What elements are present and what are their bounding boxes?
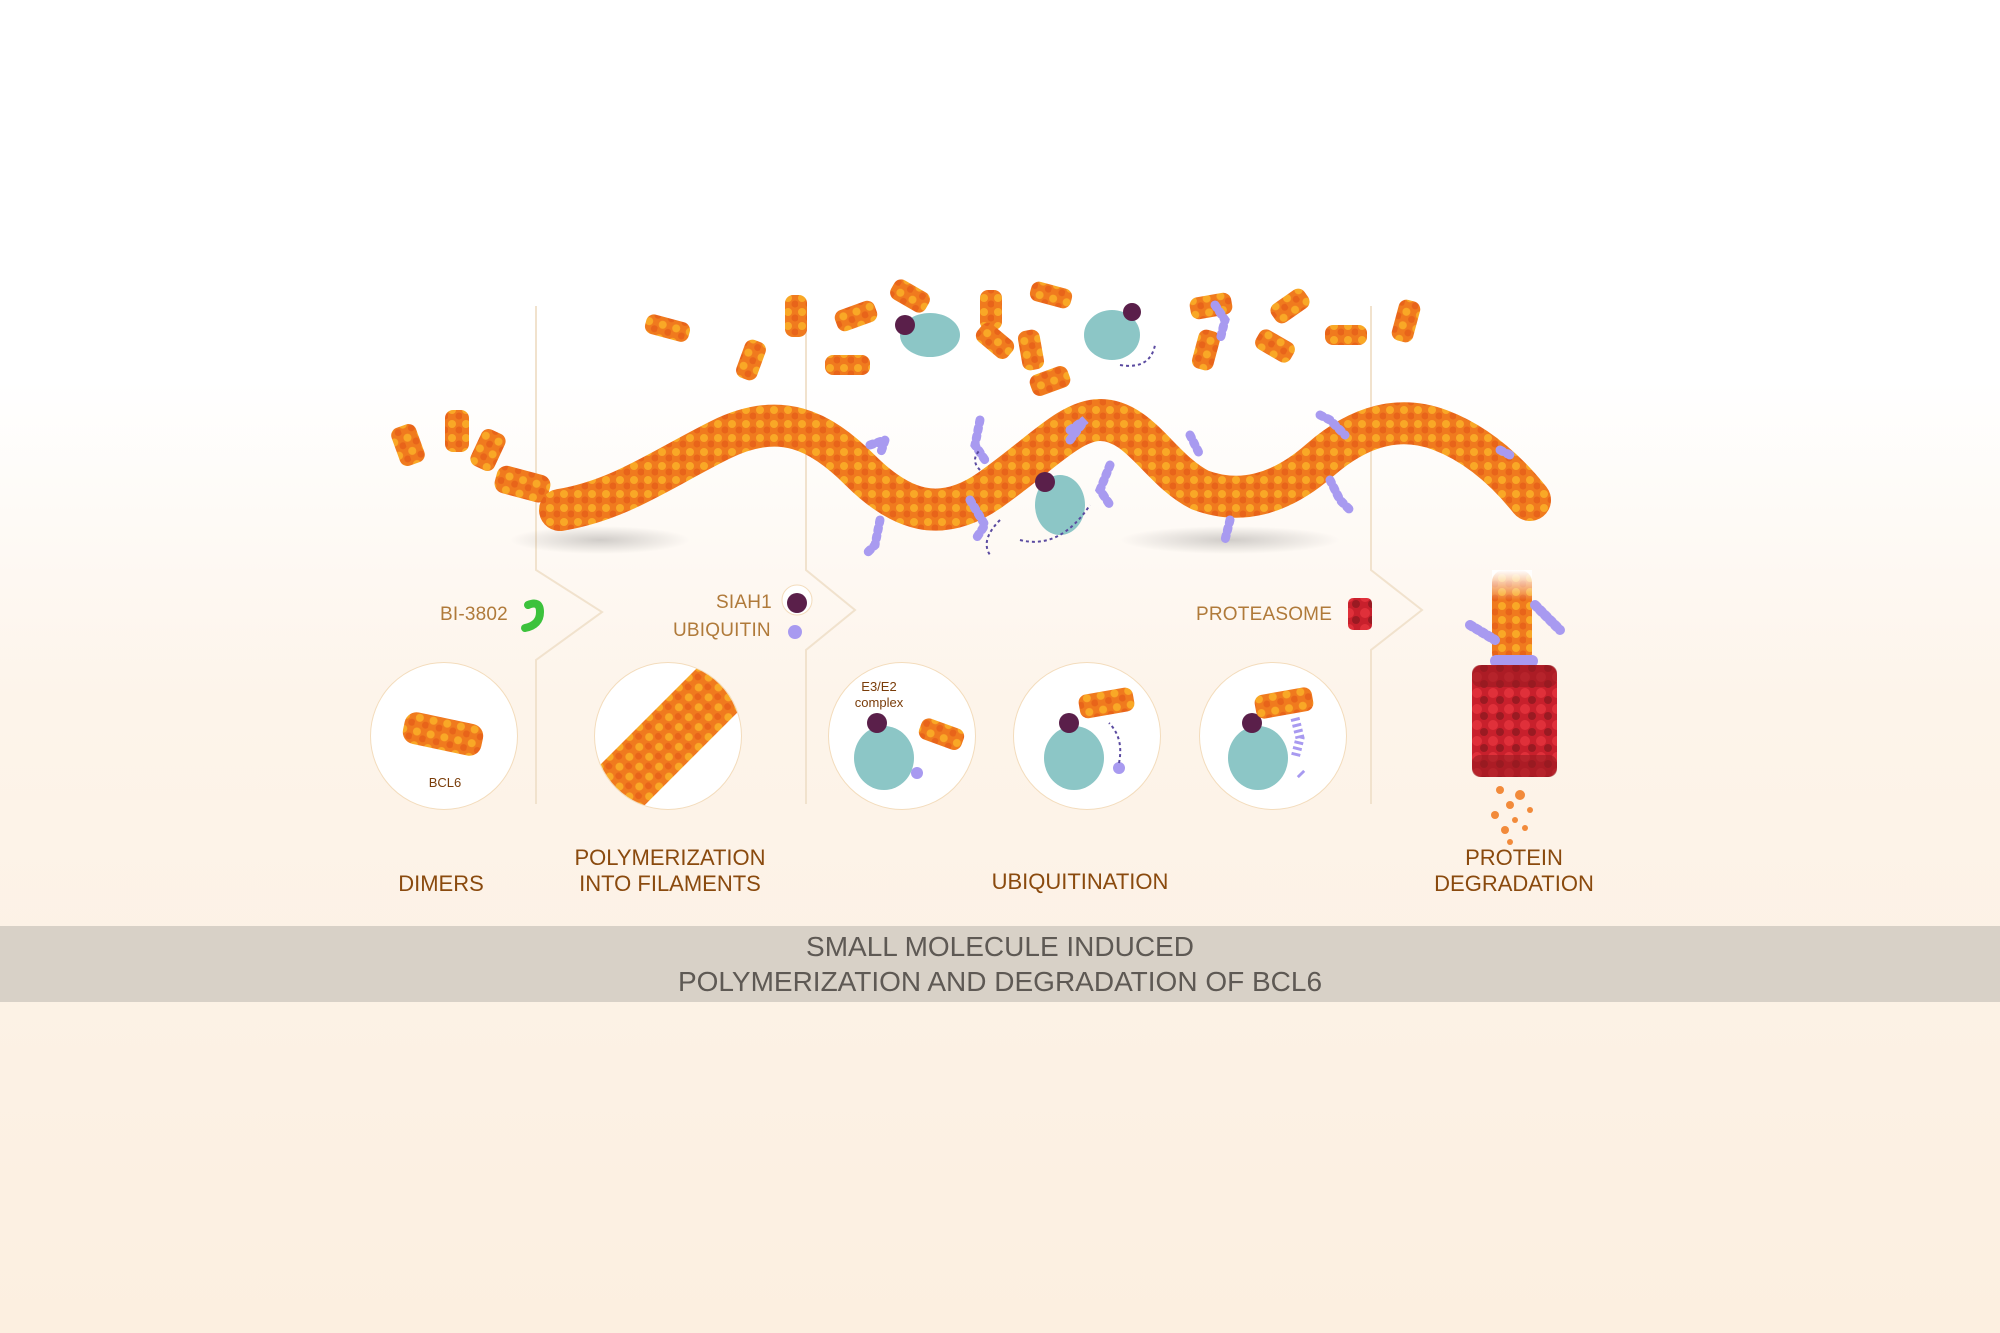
e3-e2-complex-icon <box>854 713 965 790</box>
stage-line: PROTEIN <box>1465 845 1563 870</box>
banner-title-line2: POLYMERIZATION AND DEGRADATION OF BCL6 <box>677 966 1323 997</box>
ubiquitin-transfer-circle <box>1013 662 1161 810</box>
bcl6-filament <box>539 398 1551 531</box>
legend-proteasome: PROTEASOME <box>1196 604 1333 625</box>
filament-closeup-icon <box>595 663 741 809</box>
legend-bi-3802: BI-3802 <box>440 604 508 625</box>
divider-2 <box>805 306 857 804</box>
bcl6-label: BCL6 <box>428 775 462 790</box>
banner-title-line1: SMALL MOLECULE INDUCED <box>806 931 1194 962</box>
ubiquitin-transfer-icon <box>1044 687 1135 790</box>
stage-dimers: DIMERS <box>398 871 484 897</box>
stage-line: DEGRADATION <box>1434 871 1594 896</box>
e3-e2-complexes <box>895 303 1141 535</box>
free-bcl6-dimers <box>391 279 1421 503</box>
ubiquitin-chains <box>860 300 1515 560</box>
ubiquitin-icon <box>788 625 802 639</box>
complex-label-line2: complex <box>854 695 904 710</box>
proteasome-icon <box>1348 598 1372 630</box>
divider-3 <box>1370 306 1424 804</box>
e3-e2-complex-circle: E3/E2 complex <box>828 662 976 810</box>
legend-ubiquitin: UBIQUITIN <box>673 620 771 641</box>
stage-line: UBIQUITINATION <box>991 869 1169 894</box>
stage-line: DIMERS <box>398 871 484 896</box>
stage-line: POLYMERIZATION <box>574 845 766 870</box>
dimer-circle: BCL6 <box>370 662 518 810</box>
filament-circle <box>594 662 742 810</box>
ubiquitinated-circle <box>1199 662 1347 810</box>
ubiquitinated-bcl6-icon <box>1228 687 1314 790</box>
complex-label-line1: E3/E2 <box>861 679 897 694</box>
bcl6-dimer-icon <box>402 712 484 756</box>
stage-line: INTO FILAMENTS <box>579 871 761 896</box>
legend-siah1: SIAH1 <box>716 592 772 613</box>
bi-3802-icon <box>521 599 545 632</box>
title-banner: SMALL MOLECULE INDUCED POLYMERIZATION AN… <box>0 926 2000 1002</box>
stage-ubiquitination: UBIQUITINATION <box>992 869 1169 895</box>
transfer-arrows <box>974 344 1156 556</box>
proteasome-degradation <box>1465 570 1565 845</box>
divider-1 <box>535 306 604 804</box>
